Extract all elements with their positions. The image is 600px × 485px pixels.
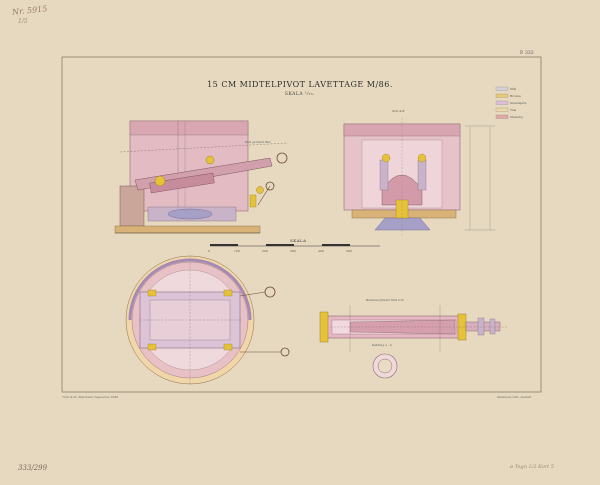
scale-tick-0: 0: [208, 249, 210, 253]
front-pivot-pedestal: [374, 217, 431, 231]
front-trunnion-left: [381, 153, 391, 163]
legend-label-wrought-iron: Smedejern: [510, 101, 527, 105]
plate-number: P. 333: [520, 51, 534, 56]
side-recoil-cylinder: [149, 172, 215, 194]
imprint-left: Tryk & lit. Marinens Tegnestue 1888: [62, 395, 119, 399]
cylinder-caption: Bremsecylinder Snit C-D: [366, 298, 404, 302]
scale-tick-500: 500: [346, 249, 352, 253]
side-elevating-handwheel: [276, 152, 288, 164]
side-deck-plank: [114, 225, 261, 234]
inventory-number-bottom-left: 333/299: [18, 464, 48, 472]
scale-subtitle: SKALA ¹⁄₁₅.: [284, 92, 316, 97]
legend-swatch-bronze: [495, 93, 509, 98]
material-legend: [495, 86, 509, 119]
legend-swatch-wrought-iron: [495, 100, 509, 105]
scale-tick-400: 400: [318, 249, 324, 253]
scale-tick-100: 100: [234, 249, 240, 253]
legend-label-brass: Messing: [510, 115, 523, 119]
side-pedestal: [119, 185, 145, 227]
plan-view: [125, 255, 290, 385]
ring-caption: Pakning a - b: [372, 343, 392, 347]
inventory-number-top-sub: 1/5: [18, 18, 28, 25]
front-view-label: Snit A-B: [392, 109, 405, 113]
scale-tick-300: 300: [290, 249, 296, 253]
imprint-right: Marinens Lith. Anstalt: [497, 395, 532, 399]
legend-swatch-wood: [495, 107, 509, 112]
scale-tick-200: 200: [262, 249, 268, 253]
plan-bronze-bracket-top-left: [147, 289, 157, 297]
drawing-frame: [61, 56, 542, 393]
side-pivot-ring: [167, 208, 213, 220]
plan-bronze-bracket-top-right: [223, 289, 233, 297]
drawing-title: 15 CM MIDTELPIVOT LAVETTAGE M/86.: [207, 80, 393, 89]
brake-cylinder-section: [319, 305, 508, 379]
front-trunnion-right: [417, 153, 427, 163]
front-elevation-view: [343, 118, 495, 236]
legend-label-steel: Stål: [510, 87, 517, 91]
legend-label-bronze: Bronze: [510, 94, 521, 98]
legend-swatch-steel: [495, 86, 509, 91]
inventory-note-bottom-right: ø Tegn 1/2 Kort 5: [510, 464, 554, 470]
legend-swatch-brass: [495, 114, 509, 119]
side-elevation-view: [114, 120, 289, 234]
side-training-handwheel: [265, 181, 275, 191]
scale-bar-label: SKALA: [290, 238, 307, 243]
side-view-label: Snit gennem Ror: [245, 140, 271, 144]
side-trunnion: [154, 175, 166, 187]
graphic-scale-bar: [210, 244, 380, 247]
cylinder-end-cap-left: [319, 311, 329, 343]
legend-label-wood: Træ: [510, 108, 517, 112]
